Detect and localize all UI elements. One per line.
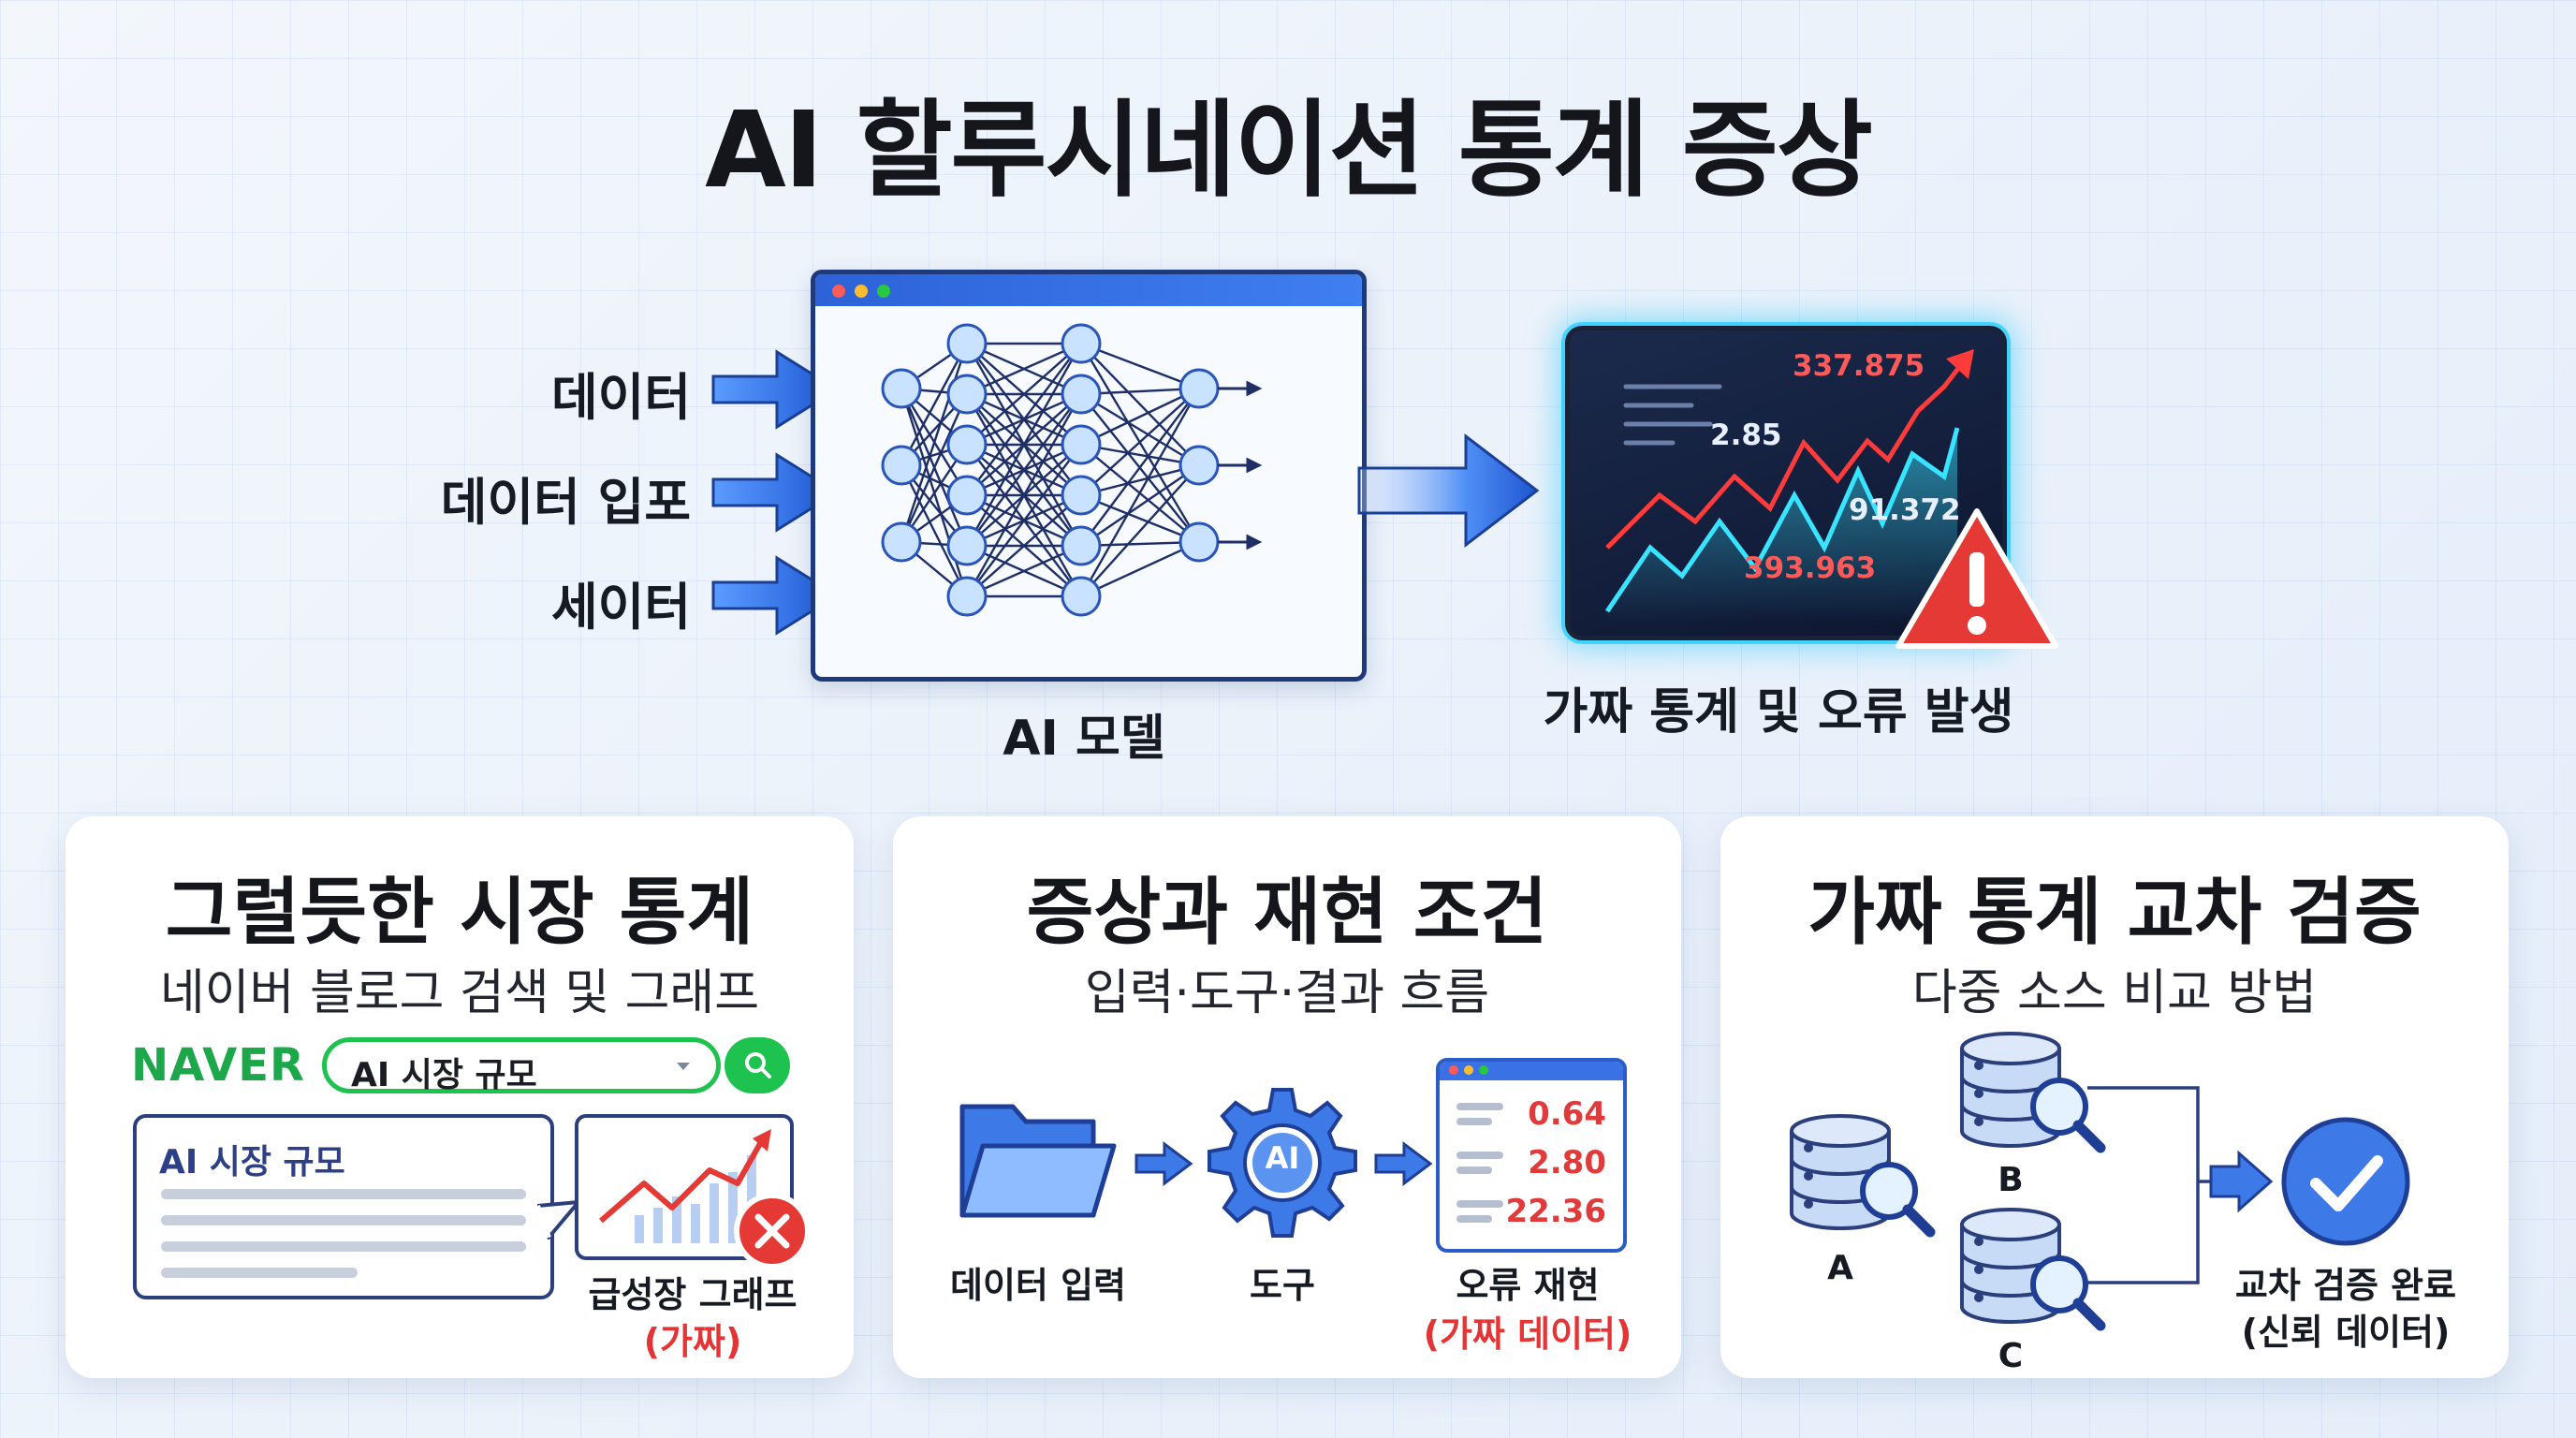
ai-model-window	[811, 270, 1367, 682]
table-value-1: 0.64	[1528, 1095, 1606, 1133]
step-label-input: 데이터 입력	[949, 1265, 1127, 1306]
maximize-dot-icon	[1479, 1065, 1488, 1075]
input-arrows	[711, 349, 840, 636]
card-title: 증상과 재현 조건	[1026, 871, 1548, 955]
cross-check-result: 교차 검증 완료	[2234, 1265, 2457, 1306]
table-value-3: 22.36	[1505, 1193, 1606, 1230]
step-label-tool: 도구	[1250, 1265, 1315, 1306]
table-value-2: 2.80	[1528, 1144, 1606, 1181]
card-subtitle: 입력·도구·결과 흐름	[1084, 965, 1490, 1021]
page-title: AI 할루시네이션 통계 증상	[705, 90, 1873, 212]
arrow-right-icon	[711, 452, 840, 533]
screen-value-4: 393.963	[1744, 551, 1877, 585]
fake-line-chart	[1604, 349, 1974, 623]
search-icon	[745, 1052, 771, 1078]
card-title: 가짜 통계 교차 검증	[1808, 871, 2422, 955]
text-line	[1456, 1200, 1503, 1208]
card-subtitle: 네이버 블로그 검색 및 그래프	[159, 965, 760, 1021]
screen-value-2: 2.85	[1710, 418, 1782, 452]
card-subtitle: 다중 소스 비교 방법	[1911, 965, 2318, 1021]
chevron-down-icon[interactable]	[675, 1061, 692, 1072]
source-label-a: A	[1827, 1249, 1853, 1287]
result-label: 가짜 통계 및 오류 발생	[1543, 684, 2014, 741]
cross-check-diagram	[1790, 1032, 2410, 1331]
input-label-2: 데이터 입포	[440, 473, 691, 532]
maximize-dot-icon	[877, 285, 890, 298]
step-label-error: 오류 재현	[1456, 1265, 1600, 1306]
input-label-1: 데이터	[550, 368, 691, 427]
card-cross-check: 가짜 통계 교차 검증 다중 소스 비교 방법	[1720, 816, 2509, 1378]
search-input[interactable]: AI 시장 규모	[322, 1037, 721, 1094]
screen-value-1: 337.875	[1793, 349, 1925, 383]
output-arrow-icon	[1357, 433, 1540, 549]
window-titlebar	[1440, 1062, 1623, 1080]
text-line	[1456, 1118, 1492, 1125]
card-title: 그럴듯한 시장 통계	[165, 871, 754, 955]
step-label-error-note: (가짜 데이터)	[1423, 1313, 1632, 1355]
model-label: AI 모델	[1003, 711, 1165, 767]
graph-note: (가짜)	[643, 1321, 742, 1362]
magnifier-icon	[2030, 1255, 2106, 1331]
text-line	[1456, 1215, 1492, 1223]
text-line	[161, 1268, 358, 1278]
text-line	[161, 1215, 526, 1225]
magnifier-icon	[2030, 1078, 2106, 1153]
minimize-dot-icon	[855, 285, 868, 298]
database-icon	[1960, 1208, 2061, 1324]
arrow-right-icon	[711, 349, 840, 430]
screen-value-3: 91.372	[1849, 493, 1961, 527]
gear-icon	[1208, 1088, 1357, 1238]
close-dot-icon	[1449, 1065, 1458, 1075]
magnifier-icon	[1860, 1162, 1936, 1238]
ai-gear-text: AI	[1265, 1140, 1300, 1176]
close-x-icon	[734, 1193, 811, 1269]
card-market-stats: 그럴듯한 시장 통계 네이버 블로그 검색 및 그래프 NAVER AI 시장 …	[66, 816, 854, 1378]
warning-icon	[1895, 508, 2058, 649]
naver-logo: NAVER	[131, 1039, 305, 1092]
search-result-card[interactable]: AI 시장 규모	[133, 1114, 554, 1299]
source-label-c: C	[1998, 1337, 2024, 1375]
cross-check-note: (신뢰 데이터)	[2241, 1312, 2451, 1353]
window-titlebar	[815, 274, 1362, 306]
text-line	[1456, 1167, 1492, 1174]
check-circle-icon	[2281, 1117, 2410, 1246]
minimize-dot-icon	[1464, 1065, 1473, 1075]
neural-network-icon	[881, 323, 1263, 617]
result-title: AI 시장 규모	[159, 1143, 345, 1181]
folder-icon	[959, 1104, 1117, 1218]
text-line	[161, 1189, 526, 1199]
text-line	[1456, 1103, 1503, 1110]
arrow-right-icon	[1134, 1141, 1193, 1186]
source-label-b: B	[1998, 1161, 2024, 1199]
error-table-window: 0.64 2.80 22.36	[1436, 1058, 1627, 1253]
text-line	[161, 1241, 526, 1252]
close-dot-icon	[832, 285, 845, 298]
search-input-value: AI 시장 규모	[351, 1056, 537, 1094]
graph-caption: 급성장 그래프	[588, 1274, 798, 1315]
search-button[interactable]	[724, 1037, 790, 1093]
text-line	[1456, 1152, 1503, 1159]
speech-tail-icon	[537, 1200, 580, 1240]
card-reproduction: 증상과 재현 조건 입력·도구·결과 흐름 AI 0.64 2.80 22.36	[893, 816, 1681, 1378]
arrow-right-icon	[711, 555, 840, 636]
input-label-3: 세이터	[550, 578, 691, 637]
arrow-right-icon	[1374, 1141, 1433, 1186]
